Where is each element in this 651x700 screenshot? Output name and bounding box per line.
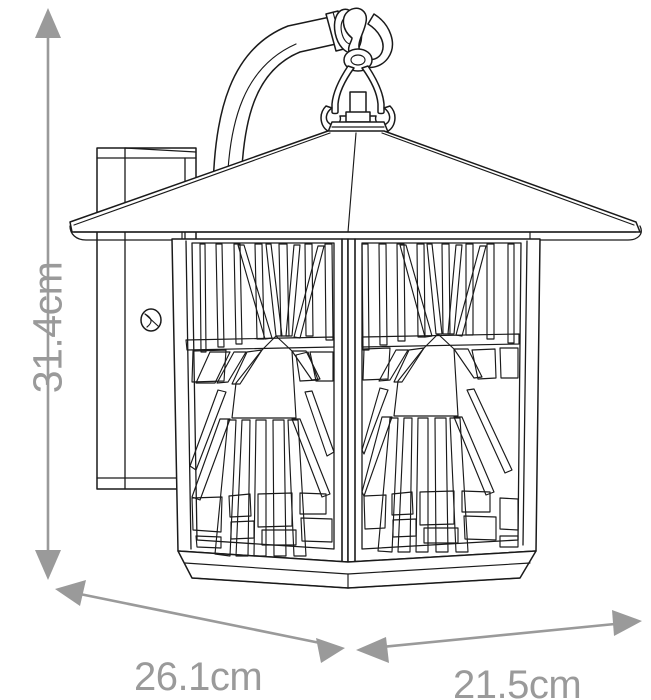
top-cap-finial [327, 111, 389, 133]
mission-style-stained-glass-panel-right [361, 243, 520, 553]
lantern-glass-body [171, 238, 541, 589]
dimension-label-width: 26.1cm [134, 655, 263, 699]
dimension-depth-leader [356, 610, 642, 663]
mounting-screw [140, 308, 162, 332]
dimension-label-depth: 21.5cm [453, 663, 582, 700]
dimension-label-height: 31.4cm [24, 261, 71, 394]
dimension-width-leader [55, 580, 345, 663]
mission-style-stained-glass-panel-left [185, 243, 335, 557]
pyramidal-canopy-roof [69, 130, 642, 241]
dimension-height-leader [35, 8, 61, 580]
